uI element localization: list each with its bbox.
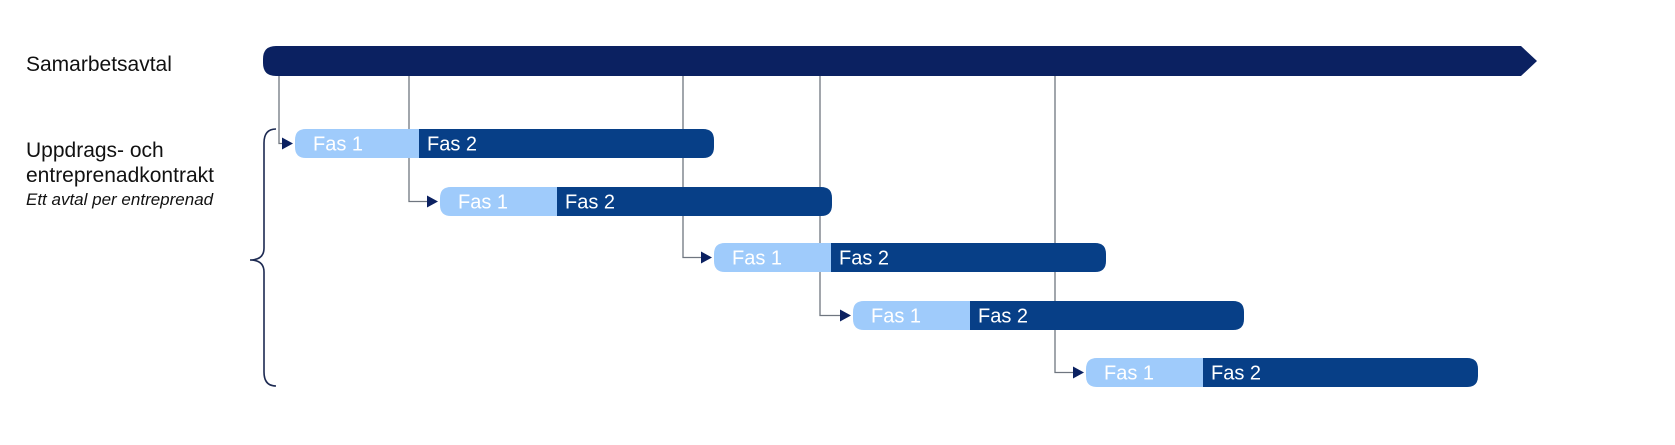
phase2-label: Fas 2 xyxy=(839,248,889,270)
connector-arrowhead xyxy=(427,195,438,208)
connector-arrowhead xyxy=(1073,366,1084,379)
connector-lines xyxy=(278,76,1084,379)
contract-label-line1: Uppdrags- och xyxy=(26,139,164,162)
phase1-label: Fas 1 xyxy=(871,306,921,328)
phase2-bar xyxy=(1203,358,1478,387)
phase1-bar xyxy=(1086,358,1203,387)
contract-sublabel: Ett avtal per entreprenad xyxy=(26,190,214,209)
phase2-bar xyxy=(831,243,1106,272)
phase2-label: Fas 2 xyxy=(1211,363,1261,385)
brace-group xyxy=(249,128,277,387)
contract-label-group: Uppdrags- och entreprenadkontrakt Ett av… xyxy=(26,138,214,212)
connector-line xyxy=(1054,76,1074,374)
phase2-label: Fas 2 xyxy=(427,134,477,156)
phase1-bar xyxy=(853,301,970,330)
connector-arrowhead xyxy=(701,251,712,264)
agreement-arrow-bar xyxy=(263,46,1537,76)
phase2-bar xyxy=(557,187,832,216)
phase1-bar xyxy=(440,187,557,216)
phase1-label: Fas 1 xyxy=(732,248,782,270)
phase1-label: Fas 1 xyxy=(458,192,508,214)
curly-brace xyxy=(249,128,277,387)
phase2-label: Fas 2 xyxy=(978,306,1028,328)
connector-line xyxy=(278,76,283,145)
phase2-bar xyxy=(970,301,1244,330)
phase2-bar xyxy=(419,129,714,158)
agreement-label: Samarbetsavtal xyxy=(26,53,172,76)
connector-arrowhead xyxy=(840,309,851,322)
connector-arrowhead xyxy=(282,137,293,150)
phase1-bar xyxy=(714,243,831,272)
contract-label-line2: entreprenadkontrakt xyxy=(26,164,214,187)
connector-line xyxy=(819,76,841,317)
agreement-arrow-group xyxy=(263,46,1537,76)
connector-line xyxy=(682,76,702,259)
phase1-bar xyxy=(295,129,419,158)
phase1-label: Fas 1 xyxy=(1104,363,1154,385)
connector-line xyxy=(408,76,428,203)
phase2-label: Fas 2 xyxy=(565,192,615,214)
phase1-label: Fas 1 xyxy=(313,134,363,156)
contract-bars-group: Fas 1 Fas 2 Fas 1 Fas 2 Fas 1 Fas 2 Fas 1 Fas 2… xyxy=(295,129,1478,387)
